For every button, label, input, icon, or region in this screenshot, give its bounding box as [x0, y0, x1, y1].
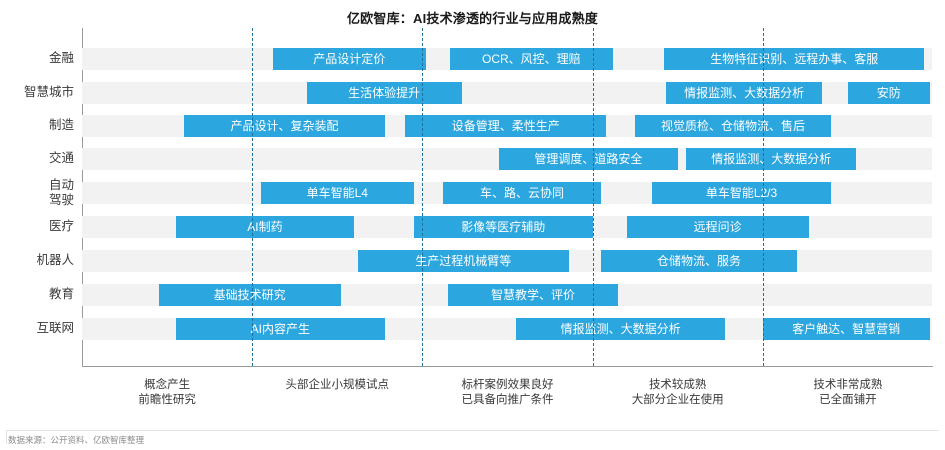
maturity-bar[interactable]: 视觉质检、仓储物流、售后	[635, 115, 831, 137]
stage-label-line: 大部分企业在使用	[631, 394, 724, 406]
footer-divider-left	[6, 430, 7, 444]
maturity-bar[interactable]: 影像等医疗辅助	[413, 216, 593, 238]
category-label: 医疗	[0, 219, 74, 234]
category-label-line: 智慧城市	[23, 85, 74, 99]
category-label-line: 自动	[48, 178, 74, 192]
maturity-bar[interactable]: 单车智能L4	[260, 182, 414, 204]
stage-label-line: 已全面铺开	[819, 394, 877, 406]
maturity-bar[interactable]: OCR、风控、理赔	[449, 48, 614, 70]
stage-divider	[592, 28, 594, 366]
category-label: 制造	[0, 118, 74, 133]
category-label: 金融	[0, 51, 74, 66]
stage-label: 技术较成熟大部分企业在使用	[588, 378, 768, 408]
stage-label: 技术非常成熟已全面铺开	[758, 378, 938, 408]
maturity-bar[interactable]: 安防	[847, 82, 930, 104]
stage-label-line: 技术较成熟	[648, 379, 707, 391]
maturity-bar[interactable]: 单车智能L2/3	[652, 182, 831, 204]
stage-label: 概念产生前瞻性研究	[77, 378, 257, 408]
maturity-bar[interactable]: 基础技术研究	[158, 284, 341, 306]
x-axis-line	[82, 366, 933, 367]
category-label-line: 机器人	[36, 253, 74, 267]
maturity-bar[interactable]: 仓储物流、服务	[601, 250, 797, 272]
maturity-bar[interactable]: 生产过程机械臂等	[357, 250, 569, 272]
stage-label-line: 已具备向推广条件	[461, 394, 554, 406]
category-label: 机器人	[0, 253, 74, 268]
maturity-bar[interactable]: 生活体验提升	[306, 82, 462, 104]
stage-label: 标杆案例效果良好已具备向推广条件	[418, 378, 598, 408]
category-label-line: 驾驶	[48, 193, 74, 207]
stage-label-line: 技术非常成熟	[813, 379, 883, 391]
maturity-bar[interactable]: 产品设计、复杂装配	[184, 115, 385, 137]
maturity-bar[interactable]: 产品设计定价	[272, 48, 426, 70]
maturity-bar[interactable]: 设备管理、柔性生产	[405, 115, 607, 137]
maturity-bar[interactable]: AI制药	[175, 216, 355, 238]
maturity-bar[interactable]: 情报监测、大数据分析	[516, 318, 726, 340]
maturity-bar[interactable]: 生物特征识别、远程办事、客服	[664, 48, 925, 70]
category-label-line: 金融	[48, 51, 74, 65]
stage-label: 头部企业小规模试点	[247, 378, 427, 393]
stage-label-line: 概念产生	[144, 379, 191, 391]
category-label-line: 医疗	[48, 219, 74, 233]
stage-divider	[422, 28, 424, 366]
category-label: 交通	[0, 151, 74, 166]
category-label: 互联网	[0, 321, 74, 336]
stage-divider	[252, 28, 254, 366]
category-label: 自动驾驶	[0, 178, 74, 208]
source-note: 数据来源：公开资料、亿欧智库整理	[8, 435, 145, 445]
maturity-bar[interactable]: 远程问诊	[626, 216, 809, 238]
stage-label-line: 标杆案例效果良好	[461, 379, 554, 391]
maturity-bar[interactable]: AI内容产生	[175, 318, 385, 340]
stage-divider	[762, 28, 764, 366]
stage-label-line: 前瞻性研究	[138, 394, 196, 406]
category-label-line: 制造	[48, 118, 74, 132]
page-title: 亿欧智库：AI技术渗透的行业与应用成熟度	[346, 11, 598, 26]
maturity-bar[interactable]: 管理调度、道路安全	[498, 148, 678, 170]
stage-label-line: 头部企业小规模试点	[285, 379, 390, 391]
maturity-bar[interactable]: 车、路、云协同	[442, 182, 602, 204]
maturity-bar[interactable]: 情报监测、大数据分析	[665, 82, 823, 104]
maturity-bar[interactable]: 智慧教学、评价	[447, 284, 619, 306]
category-label-line: 交通	[48, 151, 74, 165]
footer-divider	[6, 430, 939, 431]
maturity-bar[interactable]: 客户触达、智慧营销	[762, 318, 930, 340]
category-label: 智慧城市	[0, 85, 74, 100]
category-label-line: 教育	[48, 287, 74, 301]
category-label: 教育	[0, 287, 74, 302]
maturity-bar[interactable]: 情报监测、大数据分析	[686, 148, 857, 170]
category-label-line: 互联网	[36, 321, 74, 335]
